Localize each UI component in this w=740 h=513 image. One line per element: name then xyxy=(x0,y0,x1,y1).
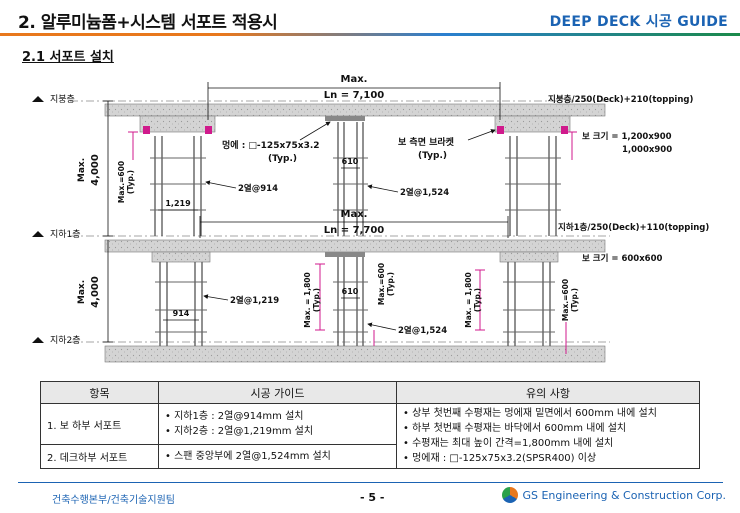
guide-table: 항목 시공 가이드 유의 사항 1. 보 하부 서포트 • 지하1층 : 2열@… xyxy=(40,381,700,469)
table-row: 1. 보 하부 서포트 • 지하1층 : 2열@914mm 설치 • 지하2층 … xyxy=(40,402,700,469)
floor-label-roof: 지붕층 xyxy=(50,94,75,105)
upper-slab-spec: 지붕층/250(Deck)+210(topping) xyxy=(548,94,693,105)
upper-spacing-mid: 2열@1,524 xyxy=(400,187,449,198)
bottom-slab xyxy=(104,345,606,363)
upper-dim-1219: 1,219 xyxy=(165,199,191,208)
lower-span-dimension xyxy=(199,216,509,238)
lower-spacing-mid-leader xyxy=(367,322,397,331)
page-header-title: 2. 알루미늄폼+시스템 서포트 적용시 xyxy=(18,13,278,33)
purlin-typ: (Typ.) xyxy=(268,154,297,164)
upper-dim-600: Max.=600 xyxy=(117,161,126,203)
upper-beam-size-1: 보 크기 = 1,200x900 xyxy=(582,131,672,142)
footer-divider xyxy=(18,482,723,483)
lower-dim-600-a: Max.=600 xyxy=(377,263,386,305)
upper-beam-size-2: 1,000x900 xyxy=(622,145,672,155)
upper-spacing-mid-leader xyxy=(367,184,399,193)
purlin-leader xyxy=(299,121,331,141)
level-lines xyxy=(70,100,610,343)
lower-height-max: Max. xyxy=(77,280,87,304)
col-header-guide: 시공 가이드 xyxy=(158,381,397,404)
lower-spacing-left: 2열@1,219 xyxy=(230,295,279,306)
lower-dim-610: 610 xyxy=(342,287,359,296)
lower-slab xyxy=(104,239,606,263)
support-installation-diagram: 지붕층 지하1층 지하2층 xyxy=(32,74,709,363)
footer-dept: 건축수행본부/건축기술지원팀 xyxy=(52,495,175,506)
floor-markers: 지붕층 지하1층 지하2층 xyxy=(32,94,81,346)
note-line: • 수평재는 최대 높이 간격=1,800mm 내에 설치 xyxy=(403,438,614,449)
section-title: 2.1 서포트 설치 xyxy=(22,50,114,65)
upper-span-max: Max. xyxy=(341,74,368,85)
lower-span-max: Max. xyxy=(341,209,368,220)
upper-span-value: Ln = 7,100 xyxy=(324,90,385,101)
note-line: • 멍에재 : □-125x75x3.2(SPSR400) 이상 xyxy=(403,453,597,464)
bracket-label: 보 측면 브라켓 xyxy=(398,136,455,148)
notes-cell: • 상부 첫번째 수평재는 멍에재 밑면에서 600mm 내에 설치 • 하부 … xyxy=(396,403,700,469)
lower-height-value: 4,000 xyxy=(90,276,101,308)
lower-shores xyxy=(159,257,551,346)
bracket-leader xyxy=(467,129,496,141)
row-item: 1. 보 하부 서포트 xyxy=(40,402,159,446)
floor-label-b1: 지하1층 xyxy=(50,229,81,240)
guide-title: DEEP DECK 시공 GUIDE xyxy=(549,14,728,30)
lower-spacing-mid: 2열@1,524 xyxy=(398,325,447,336)
lower-dim-1800-a: Max. = 1,800 xyxy=(303,272,312,327)
upper-600-dims xyxy=(128,131,577,160)
upper-slab xyxy=(104,103,606,133)
upper-span-dimension xyxy=(207,82,501,120)
col-header-item: 항목 xyxy=(40,381,159,404)
lower-spacing-left-leader xyxy=(203,294,229,301)
height-dimension-lines xyxy=(103,100,113,343)
row-item: 2. 데크하부 서포트 xyxy=(40,444,159,469)
header-divider xyxy=(0,33,740,36)
lower-beam-size: 보 크기 = 600x600 xyxy=(582,253,663,264)
lower-dim-600-a-typ: (Typ.) xyxy=(386,272,395,296)
upper-height-max: Max. xyxy=(77,158,87,182)
upper-dim-600-typ: (Typ.) xyxy=(126,170,135,194)
col-header-notes: 유의 사항 xyxy=(396,381,700,404)
lower-dim-914: 914 xyxy=(173,309,190,318)
floor-label-b2: 지하2층 xyxy=(50,335,81,346)
lower-1800-dims xyxy=(315,263,567,354)
guide-line: • 지하2층 : 2열@1,219mm 설치 xyxy=(165,426,314,438)
company-logo: GS Engineering & Construction Corp. xyxy=(502,487,726,503)
table-row: 2. 데크하부 서포트 • 스팬 중앙부에 2열@1,524mm 설치 xyxy=(40,444,700,469)
guide-line: • 스팬 중앙부에 2열@1,524mm 설치 xyxy=(165,451,331,463)
lower-slab-spec: 지하1층/250(Deck)+110(topping) xyxy=(558,222,709,233)
upper-spacing-left-leader xyxy=(205,180,237,189)
lower-dim-600-b: Max.=600 xyxy=(561,279,570,321)
row-guide: • 스팬 중앙부에 2열@1,524mm 설치 xyxy=(158,444,397,469)
lower-dim-600-b-typ: (Typ.) xyxy=(570,288,579,312)
lower-span-value: Ln = 7,700 xyxy=(324,225,385,236)
purlin-spec: 멍에 : □-125x75x3.2 xyxy=(222,139,320,151)
note-line: • 상부 첫번째 수평재는 멍에재 밑면에서 600mm 내에 설치 xyxy=(403,408,657,419)
lower-dim-1800-b: Max. = 1,800 xyxy=(464,272,473,327)
upper-shores xyxy=(154,122,557,236)
row-guide: • 지하1층 : 2열@914mm 설치 • 지하2층 : 2열@1,219mm… xyxy=(158,402,397,446)
bracket-typ: (Typ.) xyxy=(418,151,447,161)
lower-dim-1800-a-typ: (Typ.) xyxy=(312,288,321,312)
beam-side-brackets xyxy=(143,126,568,134)
lower-dim-1800-b-typ: (Typ.) xyxy=(473,288,482,312)
upper-height-value: 4,000 xyxy=(90,154,101,186)
company-name: GS Engineering & Construction Corp. xyxy=(522,488,726,502)
page-number: - 5 - xyxy=(360,491,385,504)
note-line: • 하부 첫번째 수평재는 바닥에서 600mm 내에 설치 xyxy=(403,423,627,434)
upper-spacing-left: 2열@914 xyxy=(238,183,278,194)
guide-line: • 지하1층 : 2열@914mm 설치 xyxy=(165,411,304,423)
gs-logo-icon xyxy=(502,487,519,503)
lower-ledgers xyxy=(155,281,555,333)
upper-dim-610: 610 xyxy=(342,157,359,166)
